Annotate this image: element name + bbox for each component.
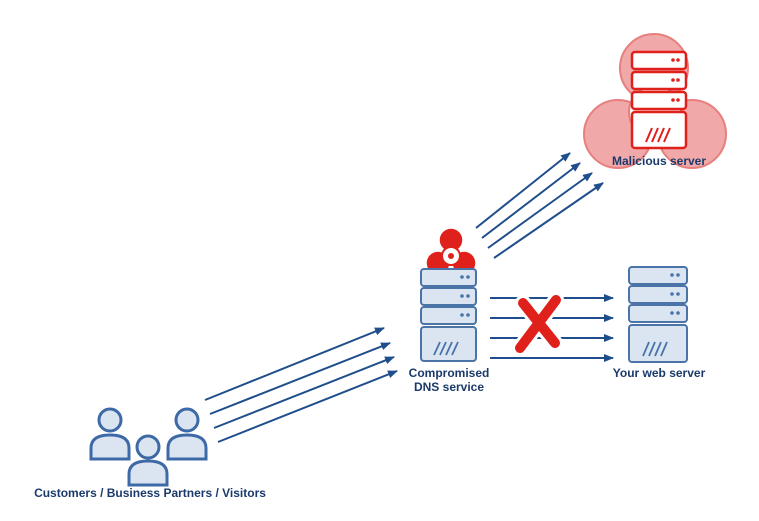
dns-server-label-line1: Compromised: [409, 366, 490, 380]
blocked-x-icon: [512, 292, 564, 356]
biohazard-icon-small: [425, 227, 477, 276]
web-server-icon: [628, 266, 688, 363]
arrows-to-malicious-server: [475, 152, 604, 259]
malicious-server-label: Malicious server: [612, 154, 706, 168]
users-label: Customers / Business Partners / Visitors: [34, 486, 266, 500]
users-icon: [89, 407, 208, 487]
dns-server-label-line2: DNS service: [414, 380, 484, 394]
dns-server-icon: [420, 268, 477, 362]
web-server-label: Your web server: [613, 366, 706, 380]
malicious-server-icon: [630, 50, 688, 150]
arrows-to-dns-service: [204, 327, 398, 443]
